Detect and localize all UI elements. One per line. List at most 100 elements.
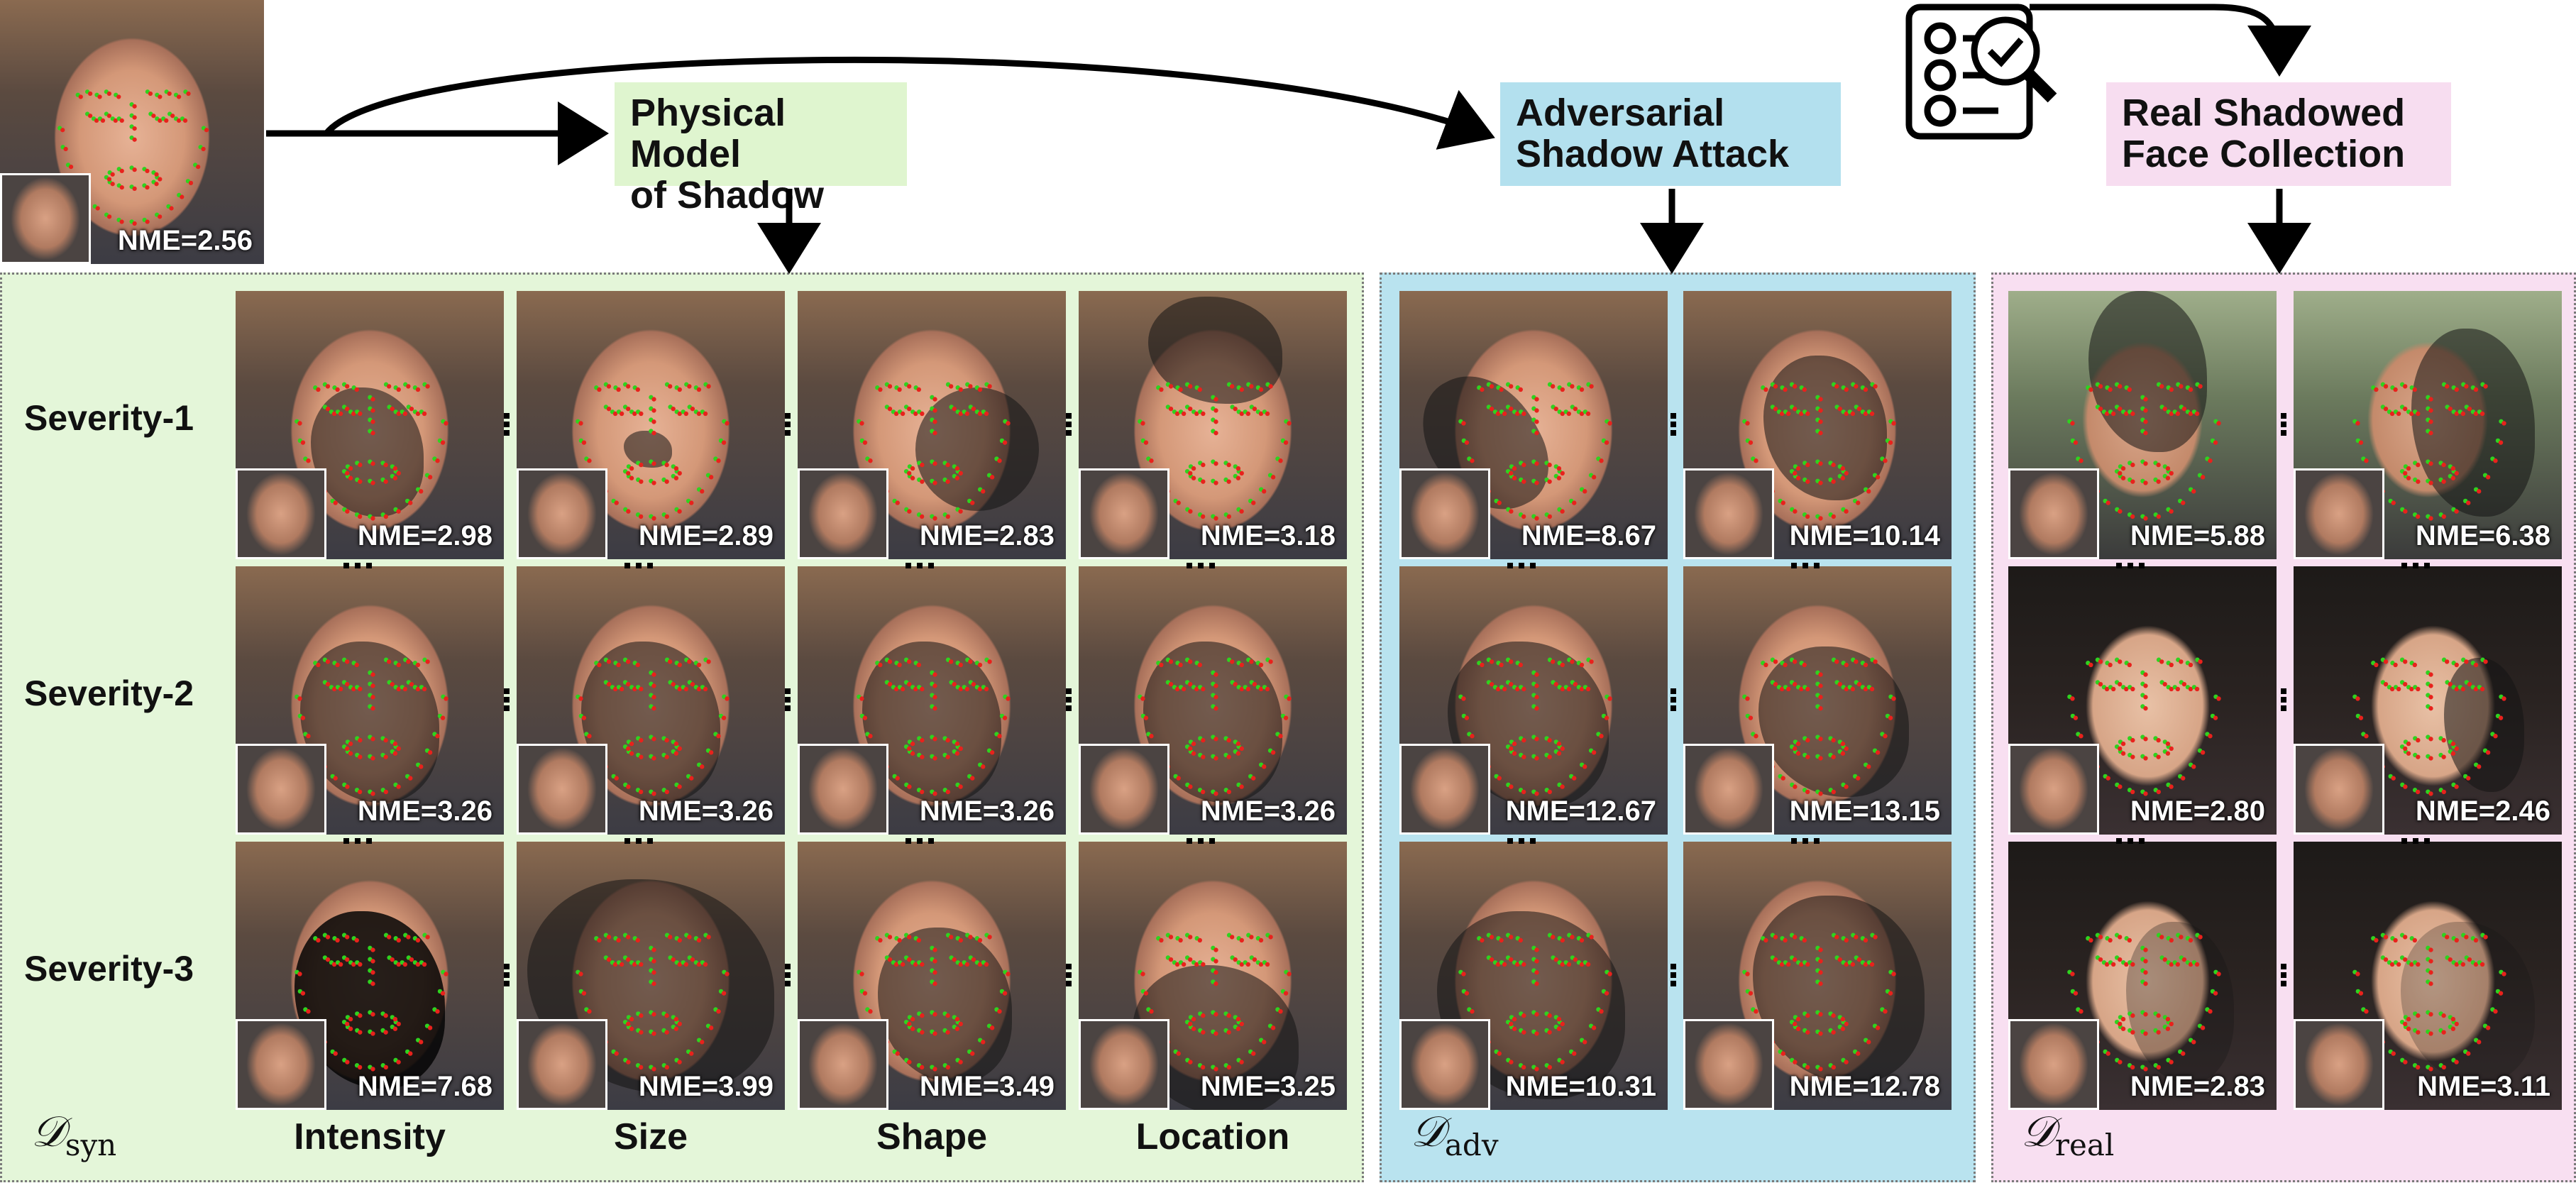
nme-label: NME=3.26 [638,796,774,827]
landmark-dot [1802,787,1807,793]
landmark-dot [1750,732,1756,737]
ellipsis-horizontal [1184,835,1218,844]
face-image: NME=3.11 [2294,842,2562,1110]
landmark-dot [673,507,679,512]
landmark-dot [2075,456,2081,461]
landmark-dot [1557,385,1562,390]
landmark-dot [1770,657,1775,662]
landmark-dot [2409,935,2414,941]
landmark-dot [2204,456,2210,461]
landmark-dot [437,438,442,443]
landmark-dot [2200,475,2205,480]
landmark-dot [2363,458,2369,463]
landmark-dot [1191,466,1196,471]
landmark-dot [1744,972,1750,976]
ellipsis-vertical [504,961,511,989]
landmark-dot [1748,440,1753,445]
inset-thumbnail [1399,468,1490,559]
landmark-dot [1243,409,1248,414]
landmark-dot [1174,411,1179,416]
landmark-dot [1245,962,1250,967]
landmark-dot [907,473,912,478]
landmark-dot [2117,1060,2123,1064]
landmark-dot [2406,684,2411,690]
landmark-dot [2415,514,2420,519]
inset-thumbnail [1683,744,1774,835]
landmark-dot [1236,959,1241,965]
ellipsis-vertical [1066,686,1073,714]
landmark-dot [2142,683,2148,688]
face-image: NME=7.68 [236,842,504,1110]
landmark-dot [638,411,644,416]
landmark-dot [1239,962,1244,967]
landmark-dot [984,657,989,662]
landmark-dot [1197,409,1203,414]
landmark-dot [2388,774,2393,778]
landmark-dot [1753,733,1758,739]
face-image: NME=10.31 [1399,842,1668,1110]
landmark-dot [1145,456,1151,461]
landmark-dot [575,419,580,424]
landmark-dot [1262,409,1267,414]
landmark-dot [1255,409,1260,414]
face-image: NME=2.83 [2008,842,2277,1110]
landmark-dot [1604,440,1609,445]
landmark-dot [2140,704,2145,709]
landmark-dot [906,406,911,412]
landmark-dot [984,932,989,937]
landmark-dot [2117,509,2123,514]
landmark-dot [1137,969,1143,974]
landmark-dot [1531,406,1536,411]
landmark-dot [1255,959,1260,965]
nme-label: NME=13.15 [1789,796,1940,827]
landmark-dot [2140,478,2145,483]
face-image: NME=5.88 [2008,291,2277,559]
inset-thumbnail [1079,1019,1169,1110]
landmark-dot [1560,471,1565,475]
landmark-dot [1268,935,1273,940]
checklist-magnifier-icon [1905,4,2057,140]
landmark-dot [2403,739,2408,744]
dataset-label-adv: 𝒟adv [1411,1107,1499,1162]
landmark-dot [2179,680,2184,685]
landmark-dot [2438,512,2443,517]
landmark-dot [2152,752,2158,757]
landmark-dot [2114,1057,2120,1062]
landmark-dot [893,935,899,941]
landmark-dot [887,406,892,412]
landmark-dot [2373,662,2379,667]
landmark-dot [2070,713,2075,718]
landmark-dot [1508,509,1514,514]
landmark-dot [2393,959,2398,965]
landmark-dot [1531,395,1536,400]
landmark-dot [2409,686,2414,691]
landmark-dot [1563,409,1568,414]
landmark-dot [409,406,414,412]
landmark-dot [2152,477,2158,482]
landmark-dot [2383,957,2388,962]
landmark-dot [1191,409,1196,414]
landmark-dot [2120,751,2125,756]
landmark-dot [2415,737,2421,743]
nme-label: NME=2.83 [919,520,1055,551]
landmark-dot [2197,748,2202,753]
landmark-dot [2402,935,2407,940]
landmark-dot [2412,477,2418,482]
landmark-dot [2393,662,2398,667]
landmark-dot [906,509,912,514]
landmark-dot [2399,782,2405,787]
landmark-dot [2389,660,2395,666]
landmark-dot [1184,507,1190,512]
nme-label: NME=2.83 [2130,1071,2265,1102]
landmark-dot [396,387,401,392]
ellipsis-vertical [1066,961,1073,989]
landmark-dot [2159,680,2164,685]
landmark-dot [2085,935,2091,941]
landmark-dot [2370,385,2376,390]
landmark-dot [2117,784,2123,789]
landmark-dot [2393,409,2398,414]
landmark-dot [2085,385,2091,390]
landmark-dot [344,384,349,389]
landmark-dot [2120,466,2125,471]
landmark-dot [611,498,616,503]
